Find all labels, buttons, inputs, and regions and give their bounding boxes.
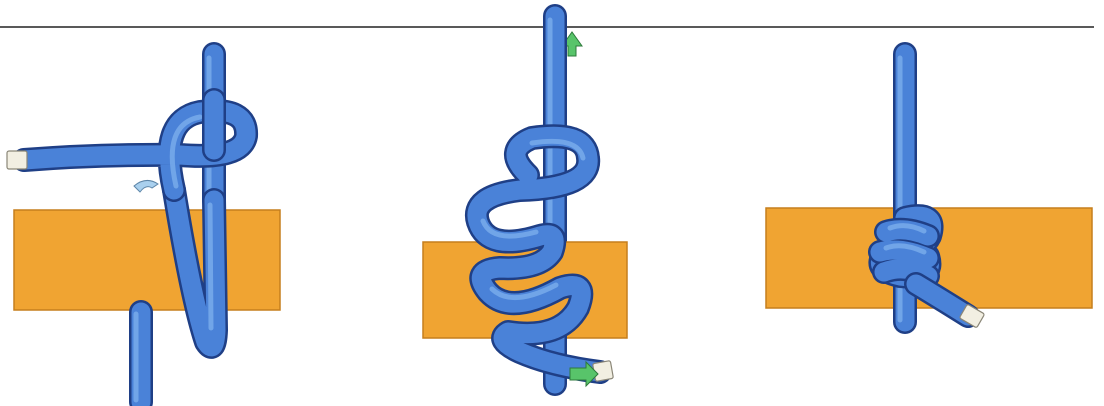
step-1-bar [14,210,280,310]
step-3-knot [880,216,932,276]
step-1-figure [7,54,280,402]
step-3-figure [766,54,1092,328]
step-1-lower-rope [136,312,141,402]
step-2-figure [423,16,627,386]
light-blue-arrow-icon [134,180,158,192]
step-1-rope-end [7,151,27,169]
